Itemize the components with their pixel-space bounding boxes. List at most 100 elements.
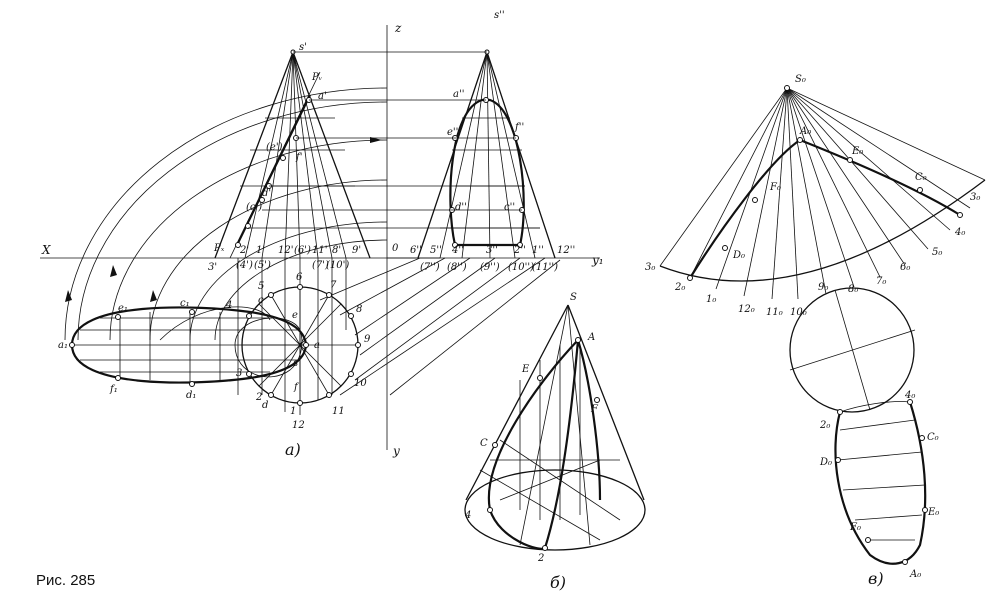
side-base-label-1: 1'' [532,245,544,256]
front-f-label: f' [295,152,302,163]
dev-fan-label-3a: 3₀ [645,262,655,273]
side-a-label: a'' [453,89,464,100]
iso-s-label: S [570,292,577,303]
iso-a-label: A [587,332,595,343]
projection-axes: X z y y₁ 0 [40,21,604,458]
side-view: s'' a'' e'' f'' c'' d'' 6'' 5'' 4'' 3'' … [410,10,575,273]
dev-fan-label-4: 4₀ [954,227,965,238]
top-e1-label: e₁ [118,303,128,314]
iso-c-label: C [480,438,488,449]
front-base-label-6: (6') [294,245,311,256]
dev-shape-label-e: E₀ [927,507,939,518]
top-d-label: d [262,400,268,411]
top-circle-label-10: 10 [354,378,367,389]
side-apex-label: s'' [494,10,505,21]
dev-fan-label-5: 5₀ [932,247,942,258]
front-base-label-10: (10') [326,260,349,271]
dev-fan-label-8: 8₀ [848,284,858,295]
front-pv-label: Pᵥ [311,72,323,83]
top-a-label: a [314,340,320,351]
top-circle-label-6: 6 [296,272,303,283]
dev-f-label: F₀ [769,182,781,193]
side-base-label-11: (11'') [532,262,558,273]
front-base-label-1: 1' [256,245,265,256]
top-e-label: e [292,310,298,321]
top-view: a₁ e₁ c₁ f₁ d₁ s 1 2 3 4 5 6 7 8 9 10 11… [58,272,371,459]
dev-shape-label-2: 2₀ [819,420,830,431]
top-circle-label-1: 1 [290,406,296,417]
top-f-label: f [293,382,300,393]
axis-x-label: X [41,243,51,257]
front-base-label-11: 11' [312,245,327,256]
side-base-label-9: (9'') [480,262,500,273]
iso-e-label: E [521,364,530,375]
subfigure-a-caption: а) [285,440,301,459]
front-a-label: a' [318,91,327,102]
subfigure-b-caption: б) [550,573,566,592]
top-c1-label: c₁ [180,298,190,309]
dev-shape-label-a: A₀ [909,569,921,580]
side-base-label-6: 6'' [410,245,422,256]
top-circle-label-12: 12 [292,420,305,431]
dev-shape-label-c: C₀ [927,432,939,443]
front-base-label-4: (4') [236,260,253,271]
front-px-label: Pₓ [213,243,225,254]
top-c-label: c [258,295,264,306]
dev-fan-label-2: 2₀ [674,282,685,293]
figure-caption: Рис. 285 [36,572,95,589]
front-base-label-9: 9' [352,245,361,256]
isometric-view: S A E F C 4 2 б) [464,292,646,592]
side-e-label: e'' [447,127,458,138]
transfer-arcs [64,87,388,341]
dev-fan-label-6: 6₀ [900,262,910,273]
front-view: s' Pᵥ a' (e') f' (c') d' Pₓ 3' 2' 1' 12'… [208,42,371,415]
iso-4-label: 4 [464,510,471,521]
front-base-label-2: 2' [239,245,249,256]
front-c-label: (c') [246,202,262,213]
side-base-label-12: 12'' [557,245,575,256]
front-d-label: d' [262,188,271,199]
dev-e-label: E₀ [851,146,863,157]
axis-z-label: z [394,21,402,35]
projection-connectors [248,51,561,396]
top-circle-label-9: 9 [364,334,371,345]
front-base-label-5: (5') [254,260,271,271]
dev-fan-label-10: 10₀ [790,307,807,318]
dev-shape-label-4: 4₀ [904,390,915,401]
top-f1-label: f₁ [109,384,118,395]
dev-fan-label-7: 7₀ [876,276,886,287]
top-d1-label: d₁ [186,390,196,401]
front-e-label: (e') [266,142,283,153]
origin-label: 0 [392,243,399,254]
top-s-label: s [293,358,298,369]
dev-shape-label-f: F₀ [849,522,861,533]
axis-y1-label: y₁ [591,253,604,267]
iso-f-label: F [590,404,599,415]
side-base-label-5: 5'' [430,245,442,256]
dev-fan-label-3b: 3₀ [970,192,980,203]
iso-2-label: 2 [537,553,544,564]
side-base-label-3: 3'' [486,245,498,256]
dev-c-label: C₀ [915,172,927,183]
side-base-label-8: (8'') [447,262,467,273]
subfigure-c-caption: в) [868,569,884,588]
side-c-label: c'' [504,202,515,213]
development-view: S₀ A₀ E₀ F₀ C₀ D₀ 3₀ 2₀ 1₀ 12₀ 11₀ 10₀ 9… [645,74,986,588]
dev-shape-label-d: D₀ [819,457,832,468]
front-base-label-3: 3' [208,262,217,273]
dev-d-label: D₀ [732,250,745,261]
front-apex-label: s' [299,42,307,53]
top-circle-label-4: 4 [225,300,232,311]
top-circle-label-7: 7 [330,280,337,291]
top-circle-label-3: 3 [236,368,242,379]
side-base-label-7: (7'') [420,262,440,273]
dev-fan-label-9: 9₀ [818,282,828,293]
side-base-label-4: 4'' [451,245,464,256]
side-base-label-10: (10'') [508,262,534,273]
dev-fan-label-12: 12₀ [738,304,755,315]
top-circle-label-11: 11 [332,406,345,417]
top-circle-label-8: 8 [356,304,362,315]
top-circle-label-5: 5 [258,281,264,292]
dev-s-label: S₀ [795,74,806,85]
